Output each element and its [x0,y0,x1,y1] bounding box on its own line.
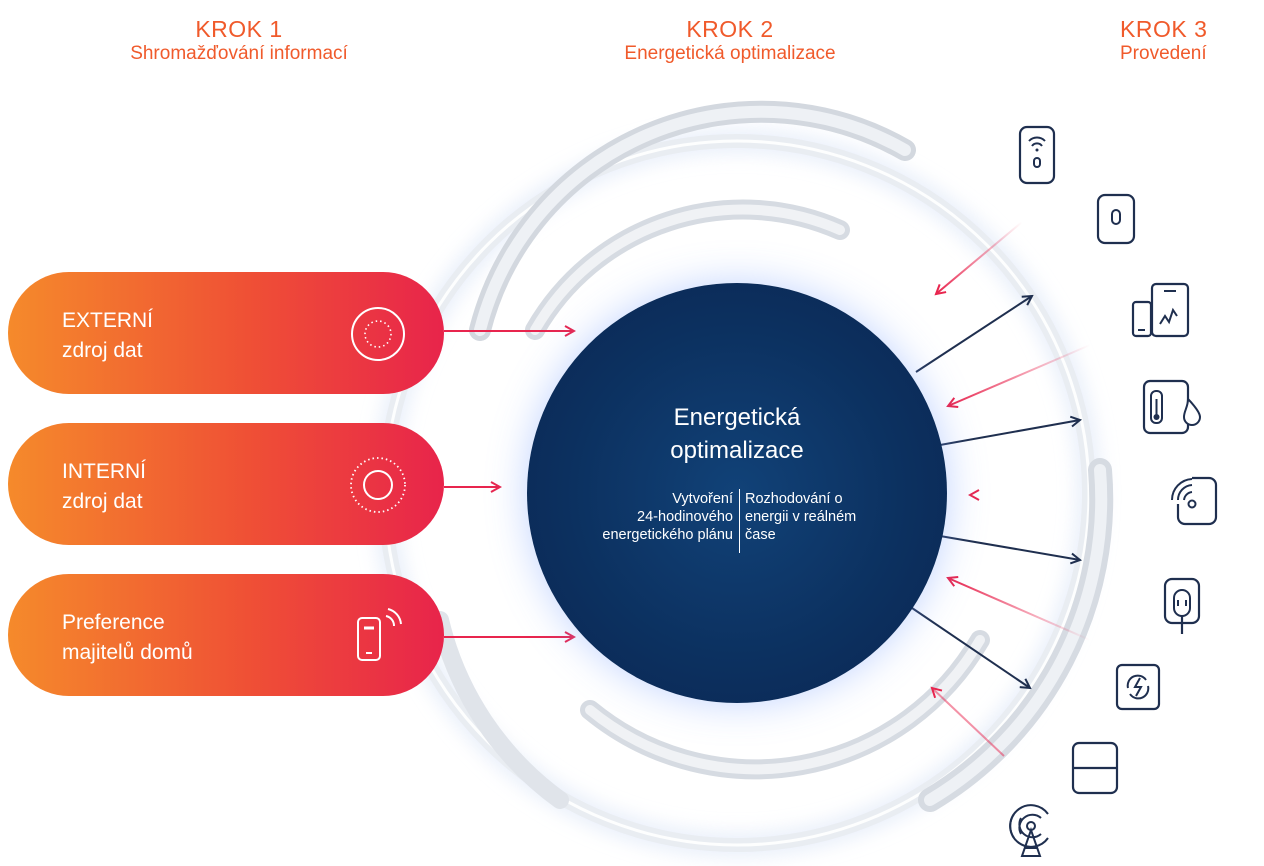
ring-dotted-outline-icon [350,457,406,513]
pill-label: INTERNÍ zdroj dat [62,457,146,517]
dotted-circle-icon [351,307,405,361]
plan-text-line: Vytvoření [672,491,733,507]
plan-text-line: energetického plánu [602,527,733,543]
step-subtitle: Energetická optimalizace [624,43,836,64]
phone-signal-icon [357,608,402,661]
pill-label: EXTERNÍ zdroj dat [62,306,153,366]
step-1-header: KROK 1 Shromažďování informací [74,16,404,66]
optimization-core: Energetická optimalizace Vytvoření 24-ho… [527,283,947,703]
battery-icon [1071,741,1119,795]
socket-icon [1096,193,1136,245]
pill-label-line2: zdroj dat [62,490,143,513]
pill-label-line1: INTERNÍ [62,460,146,483]
input-pill-preferences: Preference majitelů domů [8,574,444,696]
mobile-chart-icon [1131,282,1190,338]
pill-label-line2: majitelů domů [62,641,193,664]
device-output-arrows [911,296,1080,688]
pill-label-line1: Preference [62,611,165,634]
step-subtitle: Shromažďování informací [130,43,348,64]
core-title: Energetická optimalizace [527,401,947,467]
realtime-text: Rozhodování o energii v reálném čase [745,490,925,544]
step-number: KROK 3 [1120,16,1208,42]
inverter-icon [1115,663,1161,711]
input-pill-internal: INTERNÍ zdroj dat [8,423,444,545]
thermo-humidity-icon [1142,379,1202,435]
step-2-header: KROK 2 Energetická optimalizace [580,16,880,66]
input-arrows [444,331,574,637]
arc-segments [431,100,1114,812]
step-3-header: KROK 3 Provedení [1120,16,1264,66]
plan-text: Vytvoření 24-hodinového energetického pl… [547,490,733,544]
step-number: KROK 1 [195,16,283,42]
realtime-text-line: energii v reálném [745,509,857,525]
antenna-icon [1009,804,1049,857]
step-subtitle: Provedení [1120,43,1207,64]
pill-label-line1: EXTERNÍ [62,309,154,332]
realtime-text-line: Rozhodování o [745,491,843,507]
pill-label: Preference majitelů domů [62,608,193,668]
core-title-line2: optimalizace [670,437,804,464]
wireless-sensor-icon [1170,476,1218,526]
plan-text-line: 24-hodinového [637,509,733,525]
core-title-line1: Energetická [673,404,801,431]
ev-plug-icon [1163,577,1201,634]
core-divider [739,489,740,553]
device-input-arrows [932,221,1150,757]
pill-label-line2: zdroj dat [62,339,143,362]
step-number: KROK 2 [686,16,774,42]
wifi-socket-icon [1018,125,1056,185]
input-pill-external: EXTERNÍ zdroj dat [8,272,444,394]
realtime-text-line: čase [745,527,776,543]
